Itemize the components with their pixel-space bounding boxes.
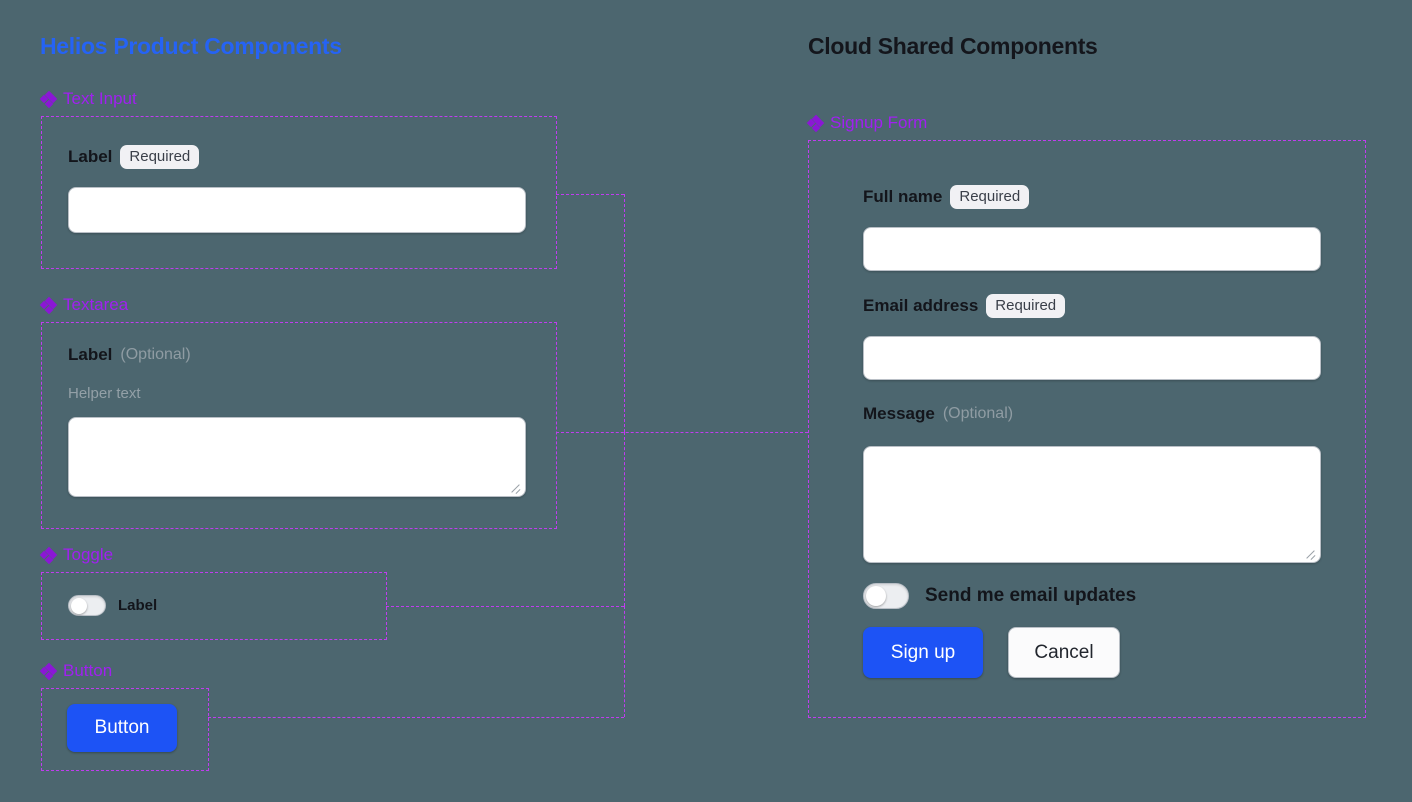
toggle-knob [70, 597, 87, 614]
section-header-text-input: Text Input [39, 89, 137, 109]
textarea-label-row: Label (Optional) [68, 345, 191, 365]
left-column-title: Helios Product Components [40, 33, 342, 59]
connector-trunk-upper [624, 194, 625, 432]
email-address-input[interactable] [863, 336, 1321, 380]
optional-tag: (Optional) [120, 346, 191, 363]
section-label: Textarea [63, 295, 129, 314]
section-label: Button [63, 661, 113, 680]
required-badge: Required [950, 185, 1030, 210]
cancel-button[interactable]: Cancel [1008, 627, 1120, 678]
full-name-label-row: Full name Required [863, 185, 1030, 210]
component-box-toggle [41, 572, 387, 640]
component-box-textarea: Label (Optional) Helper text [41, 322, 557, 529]
right-column-title: Cloud Shared Components [808, 33, 1098, 59]
diamond-components-icon [39, 546, 58, 564]
sign-up-button[interactable]: Sign up [863, 627, 983, 678]
section-header-toggle: Toggle [39, 545, 114, 565]
message-textarea[interactable] [863, 446, 1321, 563]
toggle-switch[interactable] [68, 595, 106, 616]
component-box-text-input: Label Required [41, 116, 557, 269]
connector-button-horizontal [208, 717, 624, 718]
connector-trunk-lower [624, 606, 625, 717]
field-label-text: Email address [863, 296, 979, 316]
toggle-knob [866, 586, 886, 606]
resize-grip-icon[interactable] [509, 481, 521, 494]
connector-text-input-horizontal [556, 194, 624, 195]
optional-tag: (Optional) [942, 405, 1014, 422]
required-badge: Required [120, 145, 200, 170]
diamond-components-icon [39, 662, 58, 680]
section-label: Text Input [63, 89, 137, 108]
connector-textarea-to-form [556, 432, 808, 433]
email-address-label-row: Email address Required [863, 294, 1066, 319]
component-box-button [41, 688, 209, 771]
section-header-textarea: Textarea [39, 295, 129, 315]
connector-trunk-mid [624, 432, 625, 606]
email-updates-switch[interactable] [863, 583, 909, 609]
toggle-label: Label [118, 597, 158, 614]
full-name-input[interactable] [863, 227, 1321, 271]
required-badge: Required [986, 294, 1066, 319]
section-header-button: Button [39, 661, 113, 681]
section-label: Toggle [63, 545, 114, 564]
toggle-control-row[interactable]: Label [68, 595, 157, 616]
text-input-label-row: Label Required [68, 145, 200, 170]
field-label-text: Full name [863, 187, 943, 207]
section-header-signup-form: Signup Form [806, 113, 928, 133]
text-input-field[interactable] [68, 187, 526, 233]
helper-text: Helper text [68, 385, 141, 402]
section-label: Signup Form [830, 113, 928, 132]
field-label-text: Label [68, 147, 113, 167]
demo-button[interactable]: Button [67, 704, 177, 752]
field-label-text: Label [68, 345, 113, 364]
email-updates-label: Send me email updates [925, 585, 1137, 606]
resize-grip-icon[interactable] [1304, 547, 1316, 560]
email-updates-toggle-row[interactable]: Send me email updates [863, 583, 1136, 609]
message-label-row: Message (Optional) [863, 404, 1013, 424]
field-label-text: Message [863, 404, 935, 423]
diamond-components-icon [39, 90, 58, 108]
component-box-signup-form: Full name Required Email address Require… [808, 140, 1366, 718]
textarea-field-wrap[interactable] [68, 417, 526, 497]
diamond-components-icon [806, 114, 825, 132]
connector-toggle-horizontal [386, 606, 624, 607]
diamond-components-icon [39, 296, 58, 314]
